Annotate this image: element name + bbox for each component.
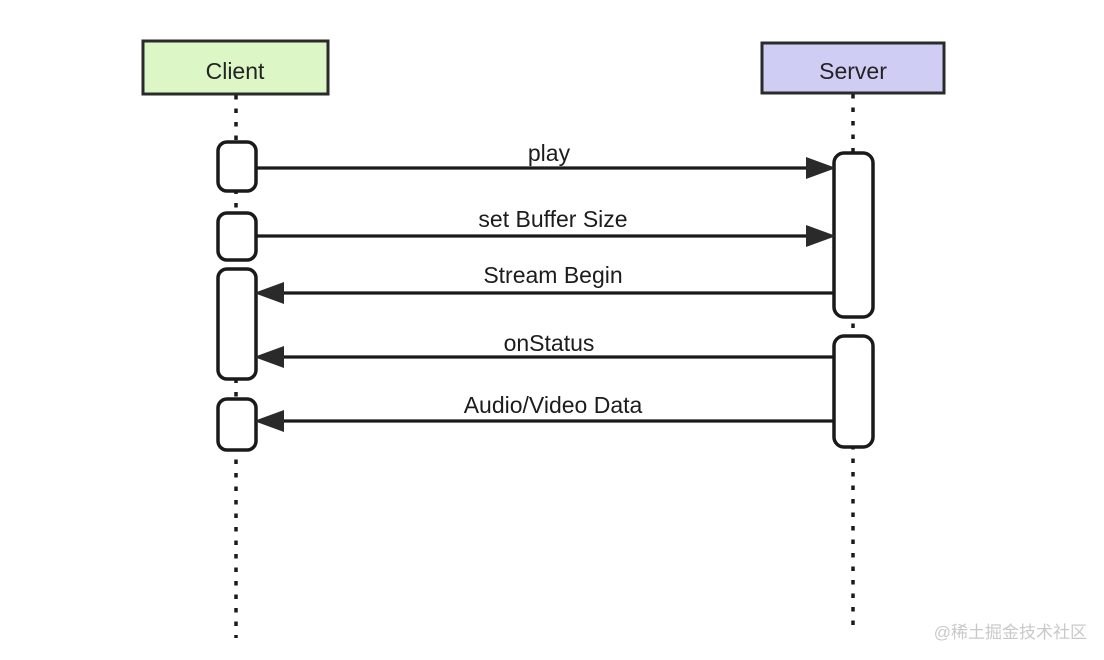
message-label: play — [528, 140, 571, 166]
message-label: Stream Begin — [483, 262, 622, 288]
client-activation-2 — [216, 211, 258, 262]
arrowhead-left-icon — [254, 346, 284, 368]
message-onstatus: onStatus — [254, 330, 834, 368]
client-activation-1 — [216, 140, 258, 193]
client-box — [141, 39, 330, 96]
message-audio-video-data: Audio/Video Data — [254, 392, 834, 432]
client-activation-4 — [216, 397, 258, 452]
arrowhead-right-icon — [806, 225, 836, 247]
actor-server: Server — [760, 41, 946, 95]
arrowhead-right-icon — [806, 157, 836, 179]
client-label: Client — [206, 58, 265, 84]
message-play: play — [256, 140, 836, 179]
watermark-text: @稀土掘金技术社区 — [934, 623, 1087, 642]
message-label: Audio/Video Data — [464, 392, 643, 418]
message-label: set Buffer Size — [478, 206, 627, 232]
message-label: onStatus — [504, 330, 595, 356]
client-activation-3 — [216, 267, 258, 381]
server-label: Server — [819, 58, 887, 84]
server-box — [760, 41, 946, 95]
message-set-buffer-size: set Buffer Size — [256, 206, 836, 247]
server-activation-2 — [832, 334, 875, 449]
server-activation-1 — [832, 151, 875, 319]
arrowhead-left-icon — [254, 282, 284, 304]
arrowhead-left-icon — [254, 410, 284, 432]
message-stream-begin: Stream Begin — [254, 262, 834, 304]
actor-client: Client — [141, 39, 330, 96]
